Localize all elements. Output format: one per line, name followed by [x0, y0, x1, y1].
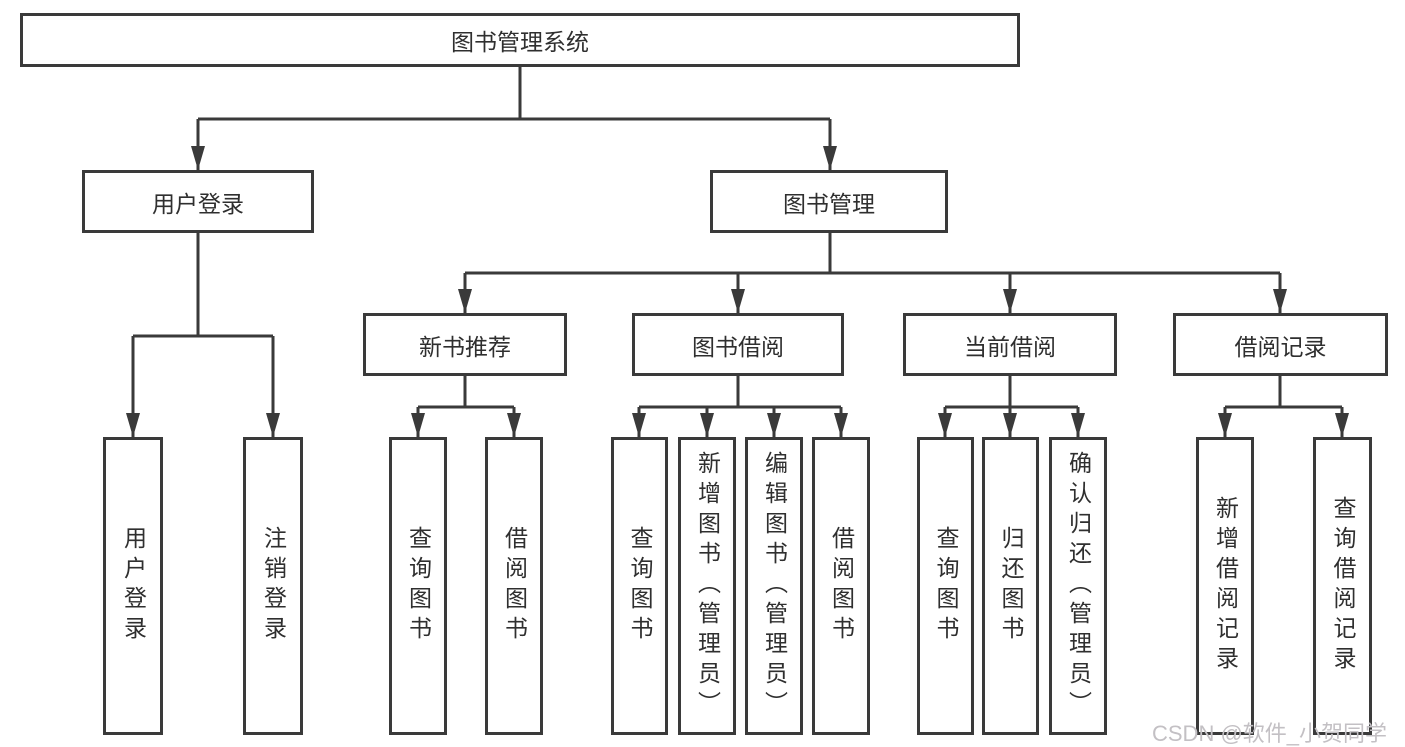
node-label: 新书推荐 [419, 333, 511, 360]
leaf-recommend-borrow-books: 借阅图书 [485, 437, 543, 735]
node-book-management-branch: 图书管理 [710, 170, 948, 233]
leaf-label: 新增借阅记录 [1212, 496, 1239, 676]
leaf-records-add-record: 新增借阅记录 [1196, 437, 1254, 735]
leaf-label: 查询图书 [933, 526, 959, 646]
leaf-borrowing-query-books: 查询图书 [611, 437, 668, 735]
node-label: 图书借阅 [692, 333, 784, 360]
leaf-label: 注销登录 [260, 526, 287, 646]
leaf-label: 借阅图书 [501, 526, 528, 646]
leaf-label: 查询图书 [627, 526, 653, 646]
leaf-label: 用户登录 [120, 526, 147, 646]
node-borrowing-records: 借阅记录 [1173, 313, 1388, 376]
node-root-system: 图书管理系统 [20, 13, 1020, 67]
node-current-borrowing: 当前借阅 [903, 313, 1117, 376]
leaf-label: 归还图书 [998, 526, 1024, 646]
node-label: 用户登录 [152, 190, 244, 217]
leaf-recommend-query-books: 查询图书 [389, 437, 447, 735]
leaf-label: 查询图书 [405, 526, 432, 646]
leaf-user-login: 用户登录 [103, 437, 163, 735]
leaf-current-return-books: 归还图书 [982, 437, 1039, 735]
leaf-records-query-record: 查询借阅记录 [1313, 437, 1372, 735]
leaf-label: 查询借阅记录 [1330, 496, 1356, 676]
leaf-label: 新增图书（管理员） [694, 451, 721, 721]
node-label: 图书管理 [783, 190, 875, 217]
node-new-book-recommend: 新书推荐 [363, 313, 567, 376]
leaf-current-confirm-return-admin: 确认归还（管理员） [1049, 437, 1107, 735]
node-book-borrowing: 图书借阅 [632, 313, 844, 376]
leaf-label: 编辑图书（管理员） [761, 451, 788, 721]
leaf-label: 确认归还（管理员） [1065, 451, 1092, 721]
leaf-label: 借阅图书 [828, 526, 855, 646]
leaf-logout: 注销登录 [243, 437, 303, 735]
leaf-borrowing-add-books-admin: 新增图书（管理员） [678, 437, 736, 735]
node-label: 借阅记录 [1234, 333, 1327, 360]
arrowheads [126, 146, 1349, 437]
node-user-login-branch: 用户登录 [82, 170, 314, 233]
leaf-borrowing-edit-books-admin: 编辑图书（管理员） [745, 437, 803, 735]
csdn-watermark: CSDN @软件_小贺同学 [1152, 721, 1388, 746]
leaf-current-query-books: 查询图书 [917, 437, 974, 735]
leaf-borrowing-borrow-books: 借阅图书 [812, 437, 870, 735]
node-label: 图书管理系统 [451, 29, 589, 55]
node-label: 当前借阅 [964, 333, 1056, 360]
